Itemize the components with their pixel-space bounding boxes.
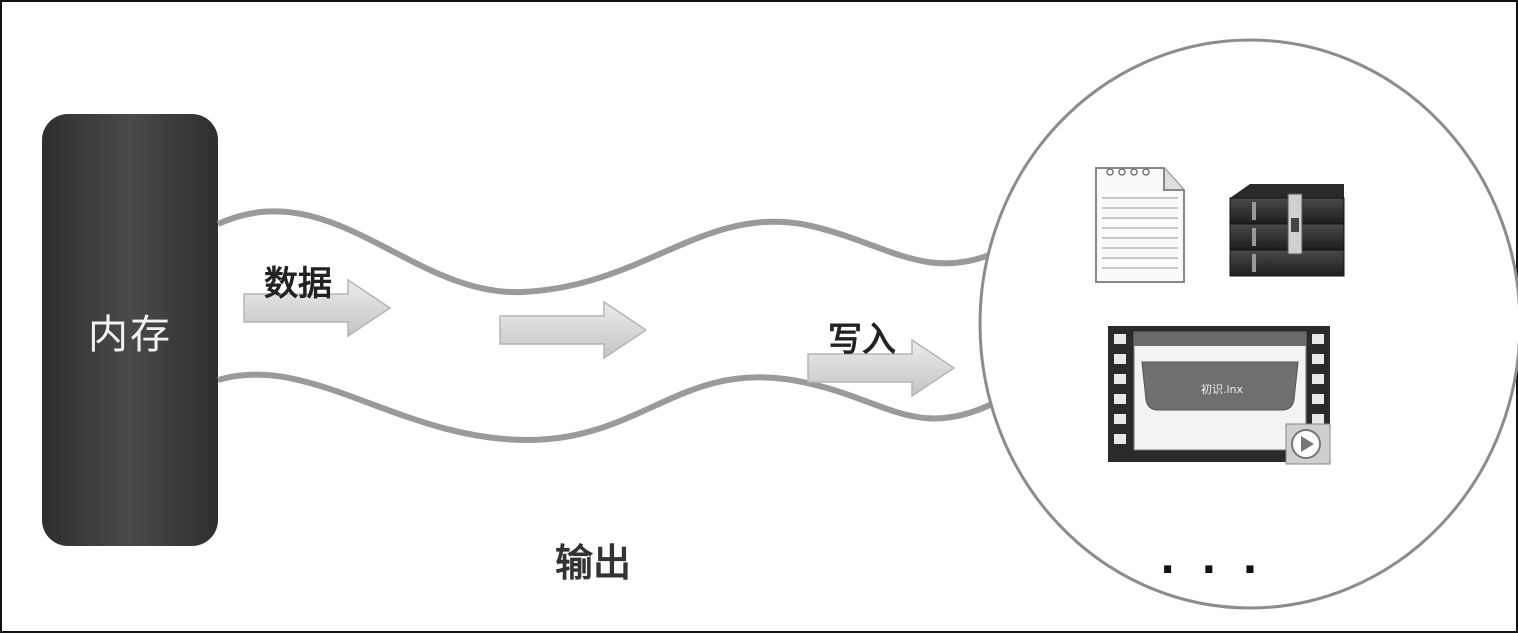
- storage-circle: [978, 38, 1518, 610]
- text-file-icon: [1095, 167, 1185, 283]
- pipe-bottom-line: [217, 371, 994, 444]
- data-label: 数据: [264, 264, 332, 304]
- arrow-1: [243, 278, 392, 338]
- video-file-icon: [1108, 326, 1331, 465]
- archive-books-icon: [1229, 184, 1345, 277]
- pipe-top-line: [216, 208, 994, 296]
- more-ellipsis: ...: [1160, 537, 1284, 583]
- write-label: 写入: [828, 320, 896, 360]
- arrow-2: [499, 300, 648, 360]
- output-label: 输出: [555, 541, 632, 585]
- video-caption: 初识.lnx: [1200, 383, 1244, 396]
- arrow-3: [807, 338, 956, 398]
- memory-block: [42, 114, 218, 546]
- memory-label: 内存: [88, 312, 172, 358]
